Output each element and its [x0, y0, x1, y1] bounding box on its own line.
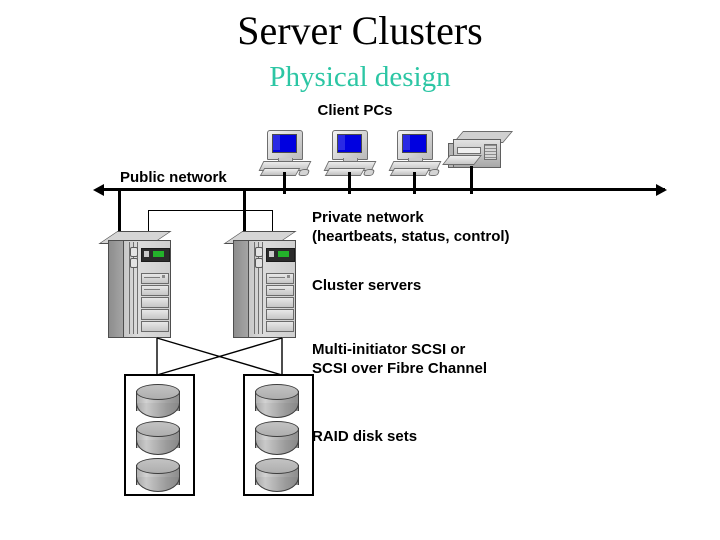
server-public-drop-line: [118, 191, 121, 233]
desktop-pc-icon: [258, 130, 314, 178]
server-status-led-grey: [144, 251, 149, 257]
screen-gloss: [403, 135, 410, 150]
server-drive-bay: [141, 321, 169, 332]
screen-gloss: [273, 135, 280, 150]
disk-top: [255, 384, 299, 400]
server-drive-bay: [141, 309, 169, 320]
label-public-network: Public network: [120, 169, 227, 186]
server-tower-icon: [98, 231, 172, 338]
server-drive-bay: [266, 321, 294, 332]
label-private-network-line1: Private network: [312, 209, 424, 226]
disk-top: [136, 384, 180, 400]
server-drive-bay: [141, 297, 169, 308]
server-drive-slot: [144, 289, 160, 290]
server-reset-button: [255, 258, 263, 268]
server-power-button: [130, 247, 138, 257]
label-scsi-line2: SCSI over Fibre Channel: [312, 360, 488, 377]
storage-link-cross-a: [156, 337, 283, 376]
label-client-pcs: Client PCs: [317, 102, 393, 119]
private-network-bus: [148, 210, 273, 211]
mouse-icon: [297, 169, 311, 176]
server-status-led-grey: [269, 251, 274, 257]
server-reset-button: [130, 258, 138, 268]
monitor-screen: [402, 134, 427, 153]
screen-gloss: [338, 135, 345, 150]
public-network-arrow-right: [656, 184, 667, 196]
keyboard-icon: [389, 168, 431, 176]
disk-top: [255, 458, 299, 474]
public-network-bus: [103, 188, 665, 191]
desktop-pc-icon: [388, 130, 444, 178]
disk-icon: [255, 458, 299, 492]
disk-bottom: [255, 403, 299, 418]
keyboard-icon: [259, 168, 301, 176]
server-groove: [258, 242, 259, 334]
server-drive-bay: [266, 273, 294, 284]
server-drive-bay: [266, 309, 294, 320]
server-drive-slot: [269, 289, 285, 290]
disk-top: [136, 421, 180, 437]
storage-link-cross-b: [156, 337, 283, 376]
disk-bottom: [136, 440, 180, 455]
page-title: Server Clusters: [237, 8, 483, 53]
monitor-screen: [337, 134, 362, 153]
server-eject-button: [287, 275, 290, 278]
server-groove: [133, 242, 134, 334]
disk-top: [255, 421, 299, 437]
disk-bottom: [255, 477, 299, 492]
printer-vents: [484, 144, 497, 160]
printer-drop-line: [470, 166, 473, 194]
private-network-leg-right: [272, 210, 273, 234]
keyboard-icon: [324, 168, 366, 176]
disk-bottom: [255, 440, 299, 455]
server-drive-slot: [144, 277, 160, 278]
server-groove: [137, 242, 138, 334]
server-groove: [262, 242, 263, 334]
server-drive-slot: [269, 277, 285, 278]
disk-icon: [136, 384, 180, 418]
server-drive-bay: [141, 285, 169, 296]
raid-enclosure-left: [124, 374, 195, 496]
public-network-arrow-left: [93, 184, 104, 196]
printer-icon: [442, 131, 514, 177]
server-drive-bay: [266, 297, 294, 308]
client-drop-line: [413, 172, 416, 194]
label-private-network-line2: (heartbeats, status, control): [312, 228, 510, 245]
server-power-button: [255, 247, 263, 257]
mouse-icon: [362, 169, 376, 176]
label-scsi-line1: Multi-initiator SCSI or: [312, 341, 466, 358]
server-public-drop-line: [243, 191, 246, 233]
label-cluster-servers: Cluster servers: [312, 277, 422, 294]
server-status-led-green: [278, 251, 289, 257]
desktop-pc-icon: [323, 130, 379, 178]
disk-icon: [255, 384, 299, 418]
label-raid-disk-sets: RAID disk sets: [312, 428, 418, 445]
raid-enclosure-right: [243, 374, 314, 496]
server-eject-button: [162, 275, 165, 278]
server-tower-icon: [223, 231, 297, 338]
disk-icon: [136, 458, 180, 492]
monitor-screen: [272, 134, 297, 153]
page-subtitle: Physical design: [269, 61, 451, 93]
server-drive-bay: [141, 273, 169, 284]
server-drive-bay: [266, 285, 294, 296]
mouse-icon: [427, 169, 441, 176]
disk-top: [136, 458, 180, 474]
client-drop-line: [283, 172, 286, 194]
client-drop-line: [348, 172, 351, 194]
private-network-leg-left: [148, 210, 149, 234]
disk-bottom: [136, 403, 180, 418]
server-status-led-green: [153, 251, 164, 257]
disk-icon: [136, 421, 180, 455]
server-groove: [129, 242, 130, 334]
server-groove: [254, 242, 255, 334]
disk-bottom: [136, 477, 180, 492]
disk-icon: [255, 421, 299, 455]
printer-paper-slot: [457, 147, 481, 154]
